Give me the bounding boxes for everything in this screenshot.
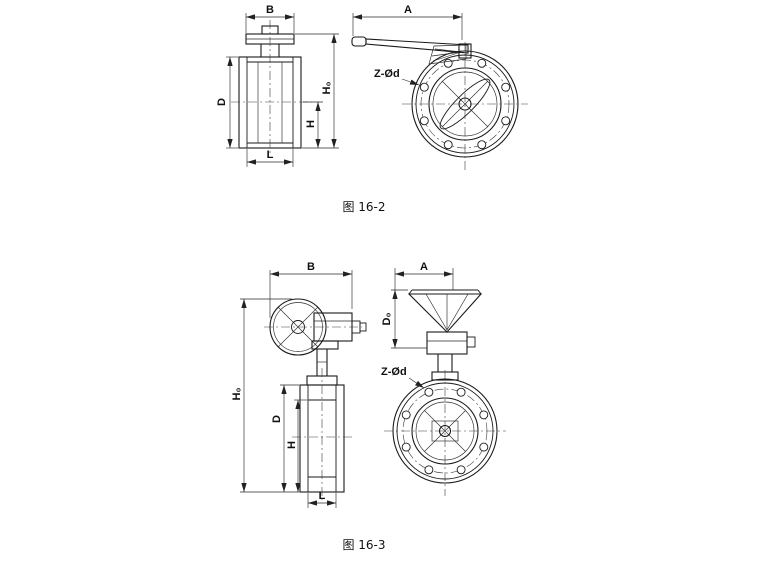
dim-H: H	[286, 399, 307, 492]
bolt-hole	[477, 140, 487, 150]
quadrant-tooth-line	[431, 51, 462, 57]
bolt-hole	[419, 82, 429, 92]
bolt-hole	[401, 442, 411, 452]
quadrant-tooth-line	[432, 51, 462, 62]
dim-label-H: H	[286, 441, 298, 449]
bolt-hole	[424, 465, 434, 475]
dim-label-D0: D₀	[381, 313, 393, 326]
dim-L: L	[246, 149, 294, 167]
fig2-front-view: D₀ A Z-Ød	[381, 261, 506, 496]
leader-line	[408, 377, 425, 389]
bolt-hole	[501, 116, 511, 126]
gearbox-base	[311, 340, 339, 350]
dim-D0: D₀	[381, 289, 427, 349]
dim-label-A: A	[420, 261, 428, 273]
bolt-hole	[443, 140, 453, 150]
bolt-hole	[477, 58, 487, 68]
disc-diagonal	[424, 410, 466, 452]
fig2-side-view: B H₀ D H L	[231, 261, 367, 508]
dim-label-D: D	[216, 98, 228, 106]
disc-hub-plate	[431, 420, 459, 442]
figure-16-2: B D H H₀ L	[216, 4, 528, 214]
stem-housing	[458, 43, 472, 59]
dim-L: L	[307, 490, 337, 508]
leader-line	[401, 78, 420, 86]
disc-ellipse	[439, 78, 491, 130]
dim-H: H	[303, 101, 323, 148]
figure-caption: 图 16-2	[342, 200, 385, 214]
dim-label-A: A	[404, 4, 412, 16]
bolt-hole	[443, 58, 453, 68]
notch-quadrant	[428, 44, 467, 65]
fan-spoke	[425, 293, 448, 331]
dim-label-B: B	[307, 261, 315, 273]
dim-B: B	[245, 4, 295, 33]
figure-caption: 图 16-3	[342, 538, 385, 552]
fig1-side-view: B D H H₀ L	[216, 4, 339, 167]
bolt-hole	[456, 387, 466, 397]
dim-label-H0: H₀	[231, 388, 243, 401]
fig1-front-view: A Z-Ød	[351, 4, 528, 170]
bolt-hole-label: Z-Ød	[374, 68, 400, 80]
stem-center-circle	[458, 97, 472, 111]
bolt-hole	[401, 410, 411, 420]
dim-B: B	[269, 261, 353, 318]
dim-label-B: B	[266, 4, 274, 16]
fan-edge	[477, 289, 482, 295]
label-z-od: Z-Ød	[374, 68, 420, 86]
dim-A: A	[394, 261, 454, 290]
bolt-hole	[479, 442, 489, 452]
dim-label-D: D	[271, 415, 283, 423]
fan-edge	[408, 289, 413, 295]
gear-input-shaft	[466, 336, 476, 348]
gear-input-knob	[359, 322, 367, 332]
fan-spoke	[446, 293, 469, 331]
dim-label-L: L	[267, 149, 274, 161]
dim-D: D	[216, 56, 238, 149]
label-z-od: Z-Ød	[381, 366, 425, 389]
dim-D: D	[271, 384, 299, 492]
bolt-hole-label: Z-Ød	[381, 366, 407, 378]
bolt-hole	[424, 387, 434, 397]
dim-label-H0: H₀	[321, 82, 333, 95]
disc-diagonal	[441, 80, 489, 128]
bolt-hole	[501, 82, 511, 92]
bolt-hole	[456, 465, 466, 475]
lever-grip	[351, 36, 367, 47]
dim-label-H: H	[305, 120, 317, 128]
bolt-hole	[479, 410, 489, 420]
dim-label-L: L	[319, 490, 326, 502]
handwheel-fan	[407, 293, 483, 333]
bolt-hole	[419, 116, 429, 126]
gearbox	[426, 331, 468, 355]
figure-16-3: B H₀ D H L	[231, 261, 506, 552]
dim-H0: H₀	[231, 298, 299, 493]
dim-H0: H₀	[295, 33, 339, 149]
dim-A: A	[352, 4, 463, 40]
stem-center-circle	[438, 424, 452, 438]
